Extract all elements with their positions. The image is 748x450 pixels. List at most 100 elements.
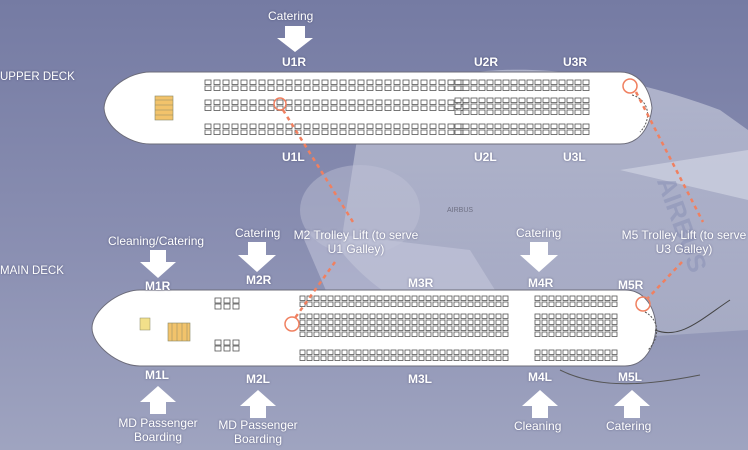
seat: [327, 295, 334, 301]
seat: [481, 319, 488, 325]
arrow-down-catering-m4: [520, 242, 558, 272]
seat: [494, 97, 502, 103]
seat: [232, 339, 240, 346]
seat: [402, 79, 410, 85]
seat: [555, 313, 562, 319]
seat: [495, 355, 502, 361]
seat: [597, 319, 604, 325]
seat: [438, 129, 446, 135]
seat: [348, 325, 355, 331]
seat: [355, 355, 362, 361]
seat: [348, 295, 355, 301]
seat: [276, 99, 284, 105]
seat: [470, 103, 478, 109]
seat: [420, 123, 428, 129]
seat: [590, 301, 597, 307]
seat: [446, 331, 453, 337]
seat: [481, 349, 488, 355]
seat: [204, 85, 212, 91]
seat: [562, 331, 569, 337]
seat: [454, 79, 462, 85]
seat: [222, 79, 230, 85]
seat: [548, 301, 555, 307]
seat: [306, 355, 313, 361]
seat: [574, 97, 582, 103]
seat: [420, 99, 428, 105]
seat: [474, 301, 481, 307]
seat: [339, 105, 347, 111]
seat: [510, 85, 518, 91]
seat: [294, 105, 302, 111]
seat: [611, 355, 618, 361]
seat: [232, 303, 240, 310]
seat: [330, 123, 338, 129]
seat: [327, 355, 334, 361]
seat: [590, 349, 597, 355]
seat: [582, 79, 590, 85]
seat: [534, 355, 541, 361]
seat: [375, 99, 383, 105]
seat: [604, 301, 611, 307]
seat: [460, 313, 467, 319]
seat: [534, 295, 541, 301]
seat: [604, 331, 611, 337]
seat: [334, 313, 341, 319]
seat: [447, 79, 455, 85]
seat: [481, 295, 488, 301]
seat: [534, 123, 542, 129]
seat: [432, 319, 439, 325]
seat: [418, 301, 425, 307]
seat: [541, 313, 548, 319]
seat: [355, 295, 362, 301]
seat: [213, 129, 221, 135]
seat: [369, 325, 376, 331]
seat: [231, 129, 239, 135]
seat: [355, 301, 362, 307]
seat: [562, 319, 569, 325]
seat: [548, 319, 555, 325]
seat: [339, 129, 347, 135]
m5-trolley-lift-marker: [635, 296, 651, 312]
seat: [222, 123, 230, 129]
seat: [375, 123, 383, 129]
seat: [240, 99, 248, 105]
seat: [590, 355, 597, 361]
seat: [418, 355, 425, 361]
seat: [327, 331, 334, 337]
seat: [366, 129, 374, 135]
m2-trolley-lift-marker: [284, 316, 300, 332]
seat: [534, 319, 541, 325]
seat: [495, 325, 502, 331]
seat: [384, 129, 392, 135]
seat: [327, 313, 334, 319]
seat: [534, 129, 542, 135]
seat: [495, 301, 502, 307]
seat: [576, 355, 583, 361]
seat: [478, 103, 486, 109]
seat: [334, 355, 341, 361]
seat: [542, 109, 550, 115]
seat: [486, 109, 494, 115]
seat: [534, 85, 542, 91]
seat: [366, 79, 374, 85]
seat: [439, 319, 446, 325]
seat: [223, 303, 231, 310]
seat: [429, 85, 437, 91]
seat: [462, 79, 470, 85]
seat: [486, 97, 494, 103]
seat: [542, 79, 550, 85]
seat: [447, 85, 455, 91]
seat: [534, 109, 542, 115]
cleaning-m4-label: Cleaning: [514, 419, 562, 433]
seat: [460, 355, 467, 361]
seat: [558, 97, 566, 103]
seat: [541, 355, 548, 361]
seat: [502, 355, 509, 361]
seat: [478, 109, 486, 115]
seat: [597, 325, 604, 331]
seat: [383, 349, 390, 355]
m5-lift-callout-line: [634, 91, 705, 223]
door-u1r-label: U1R: [282, 55, 307, 69]
